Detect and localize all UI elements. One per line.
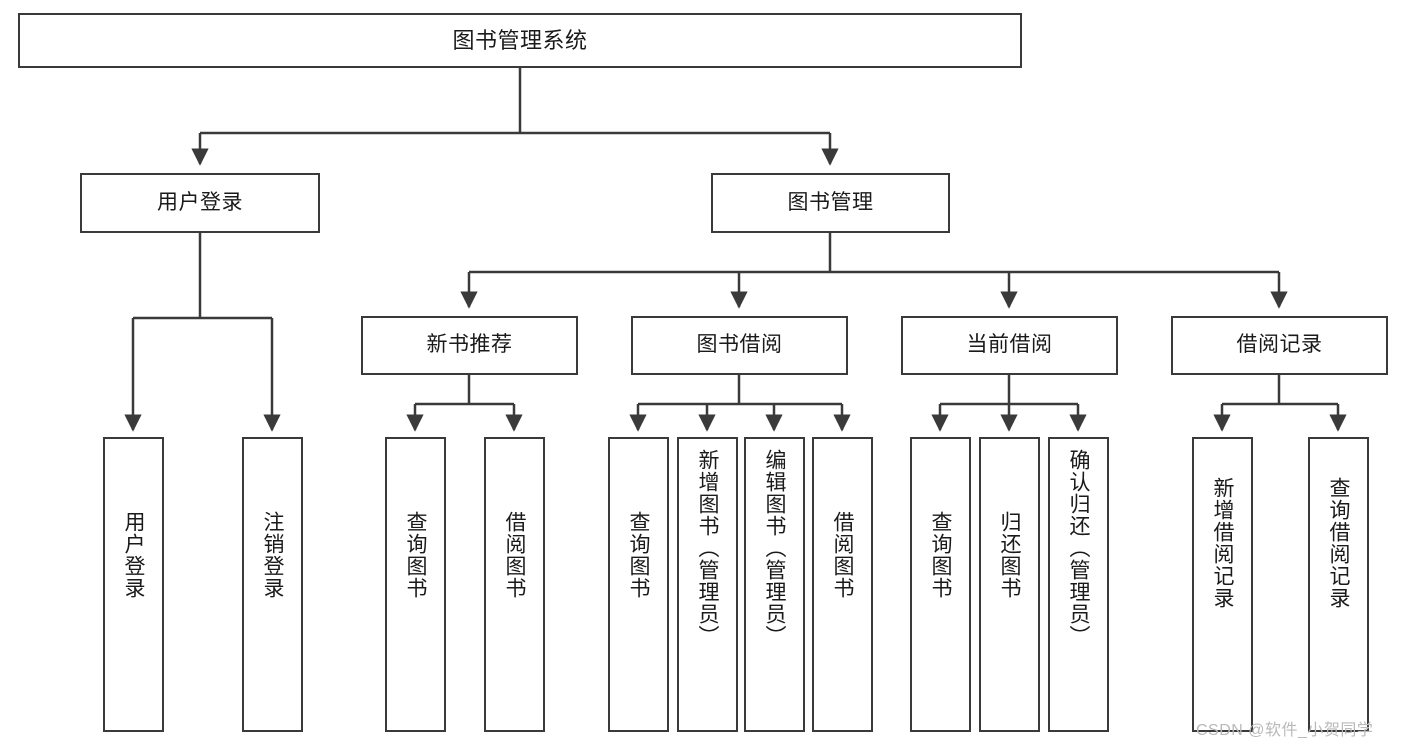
leaf-user-login[interactable]: 用户登录 [103, 437, 164, 732]
node-current-borrowing[interactable]: 当前借阅 [901, 316, 1118, 375]
node-new-book-recommendation[interactable]: 新书推荐 [361, 316, 578, 375]
node-label: 查询图书 [627, 511, 650, 599]
node-borrowing-record[interactable]: 借阅记录 [1171, 316, 1388, 375]
leaf-logout[interactable]: 注销登录 [242, 437, 303, 732]
node-label: 新书推荐 [426, 333, 513, 357]
node-label: 当前借阅 [966, 333, 1053, 357]
node-label: 借阅图书 [503, 511, 526, 599]
leaf-query-book-recommendation[interactable]: 查询图书 [385, 437, 446, 732]
leaf-return-book[interactable]: 归还图书 [979, 437, 1040, 732]
leaf-borrow-book-recommendation[interactable]: 借阅图书 [484, 437, 545, 732]
node-label: 编辑图书（管理员） [763, 449, 786, 647]
node-label: 新增借阅记录 [1211, 477, 1234, 609]
node-user-login[interactable]: 用户登录 [80, 173, 320, 233]
leaf-edit-book-admin[interactable]: 编辑图书（管理员） [744, 437, 805, 732]
leaf-confirm-return-admin[interactable]: 确认归还（管理员） [1048, 437, 1109, 732]
node-label: 图书管理 [787, 190, 874, 214]
watermark-text: CSDN @软件_小贺同学 [1196, 722, 1374, 739]
leaf-add-borrow-record[interactable]: 新增借阅记录 [1192, 437, 1253, 732]
leaf-query-book-borrowing[interactable]: 查询图书 [608, 437, 669, 732]
node-label: 用户登录 [122, 511, 145, 599]
node-label: 注销登录 [261, 511, 284, 599]
node-label: 借阅记录 [1236, 333, 1323, 357]
leaf-query-book-current[interactable]: 查询图书 [910, 437, 971, 732]
node-book-management[interactable]: 图书管理 [711, 173, 950, 233]
node-label: 图书管理系统 [452, 27, 588, 53]
node-label: 借阅图书 [831, 511, 854, 599]
node-book-management-system[interactable]: 图书管理系统 [18, 13, 1022, 68]
node-label: 查询借阅记录 [1327, 477, 1350, 609]
node-label: 新增图书（管理员） [696, 449, 719, 647]
node-label: 查询图书 [929, 511, 952, 599]
leaf-query-borrow-record[interactable]: 查询借阅记录 [1308, 437, 1369, 732]
leaf-add-book-admin[interactable]: 新增图书（管理员） [677, 437, 738, 732]
node-book-borrowing[interactable]: 图书借阅 [631, 316, 848, 375]
leaf-borrow-book-borrowing[interactable]: 借阅图书 [812, 437, 873, 732]
node-label: 确认归还（管理员） [1067, 449, 1090, 647]
node-label: 查询图书 [404, 511, 427, 599]
node-label: 图书借阅 [696, 333, 783, 357]
node-label: 用户登录 [157, 190, 243, 214]
node-label: 归还图书 [998, 511, 1021, 599]
